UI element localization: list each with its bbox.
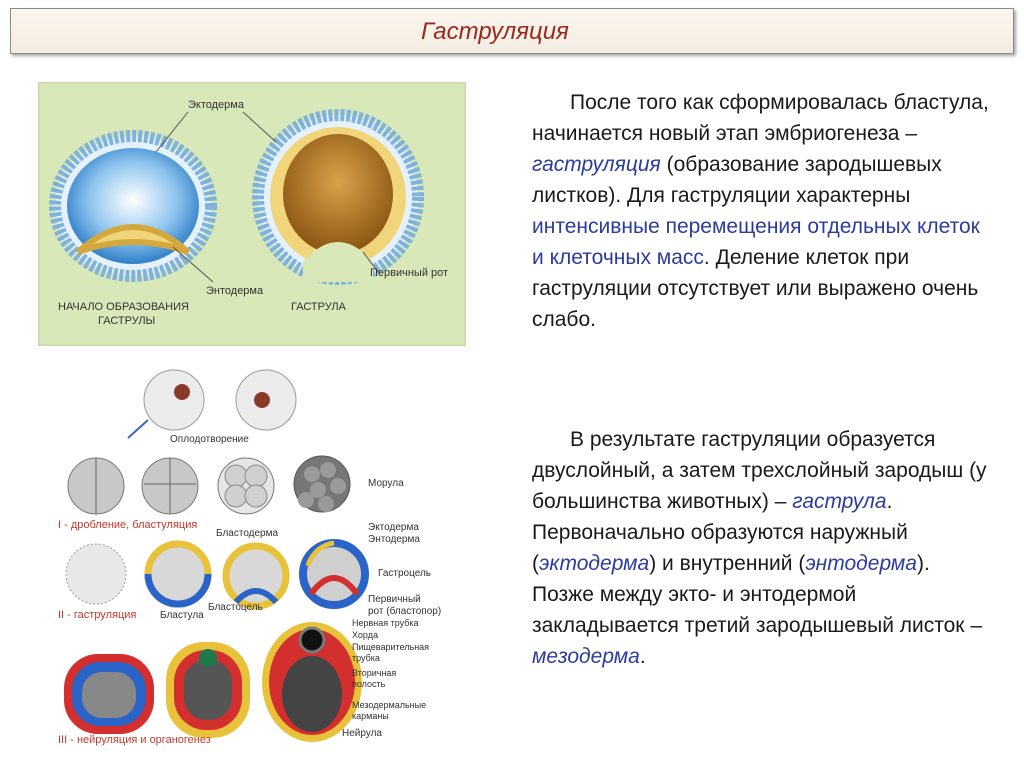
label-secondary-2: полость — [352, 679, 386, 689]
paragraph-gastrulation-result: В результате гаструляции образуется двус… — [532, 424, 992, 672]
label-ectoderm: Эктодерма — [188, 99, 245, 111]
label-primary-mouth-1: Первичный — [368, 594, 421, 605]
label-neural-tube: Нервная трубка — [352, 618, 419, 628]
term-gastrulation: гаструляция — [532, 153, 661, 176]
p2-text-b: . Первоначально образуются наружный ( — [532, 490, 908, 575]
label-ectoderm-2: Эктодерма — [368, 522, 419, 533]
label-gastrocoel: Гастроцель — [378, 568, 431, 579]
label-stage-start-1: НАЧАЛО ОБРАЗОВАНИЯ — [58, 301, 189, 313]
slide-title: Гаструляция — [421, 18, 569, 45]
label-mesodermal-2: карманы — [352, 711, 389, 721]
label-primary-mouth: Первичный рот — [370, 267, 448, 279]
term-endoderm: энтодерма — [805, 552, 917, 575]
p2-text-d: ). Позже между экто- и энтодермой заклад… — [532, 552, 983, 637]
p2-text-c: ) и внутренний ( — [649, 552, 806, 575]
p2-text-a: В результате гаструляции образуется двус… — [532, 428, 987, 513]
label-blastocoel: Бластоцель — [208, 602, 263, 613]
label-fertilization: Оплодотворение — [170, 434, 249, 445]
label-endoderm-2: Энтодерма — [368, 534, 420, 545]
neurulation-row-drawing — [64, 622, 362, 742]
gastrulation-row-drawing — [65, 539, 369, 610]
label-secondary-1: Вторичная — [352, 668, 396, 678]
label-morula: Морула — [368, 478, 404, 489]
label-primary-mouth-2: рот (бластопор) — [368, 605, 441, 617]
label-section-3: III - нейруляция и органогенез — [58, 734, 211, 746]
term-ectoderm: эктодерма — [539, 552, 650, 575]
label-blastula: Бластула — [160, 610, 204, 621]
label-chorda: Хорда — [352, 630, 378, 640]
label-stage-start-2: ГАСТРУЛЫ — [98, 315, 155, 327]
label-endoderm: Энтодерма — [206, 285, 264, 297]
development-stages-figure: Оплодотворение Морула I - дробление, бла… — [58, 369, 441, 746]
label-section-1: I - дробление, бластуляция — [58, 519, 197, 531]
label-digestive-2: трубка — [352, 653, 380, 663]
p1-text-c: . Деление клеток при гаструляции отсутст… — [532, 246, 979, 331]
title-bar: Гаструляция — [10, 8, 1014, 54]
gastrula-drawing — [252, 109, 424, 285]
label-mesodermal-1: Мезодермальные — [352, 700, 426, 710]
label-neurula: Нейрула — [342, 728, 382, 739]
paragraph-gastrulation-intro: После того как сформировалась бластула, … — [532, 87, 992, 335]
term-mesoderm: мезодерма — [532, 645, 640, 668]
label-digestive-1: Пищеварительная — [352, 642, 429, 652]
highlight-movements: интенсивные перемещения отдельных клеток… — [532, 215, 980, 269]
label-section-2: II - гаструляция — [58, 609, 136, 621]
p2-text-e: . — [639, 645, 646, 668]
early-gastrula-drawing — [49, 130, 217, 282]
label-blastoderm: Бластодерма — [216, 528, 278, 539]
term-gastrula: гаструла — [792, 490, 887, 513]
label-stage-gastrula: ГАСТРУЛА — [291, 301, 347, 313]
p1-text-a: После того как сформировалась бластула, … — [532, 91, 989, 145]
cleavage-drawing — [67, 455, 351, 515]
gastrulation-figure: Эктодерма Энтодерма Первичный рот НАЧАЛО… — [38, 82, 466, 346]
p1-text-b: (образование зародышевых листков). Для г… — [532, 153, 942, 207]
fertilization-drawing — [127, 369, 297, 439]
